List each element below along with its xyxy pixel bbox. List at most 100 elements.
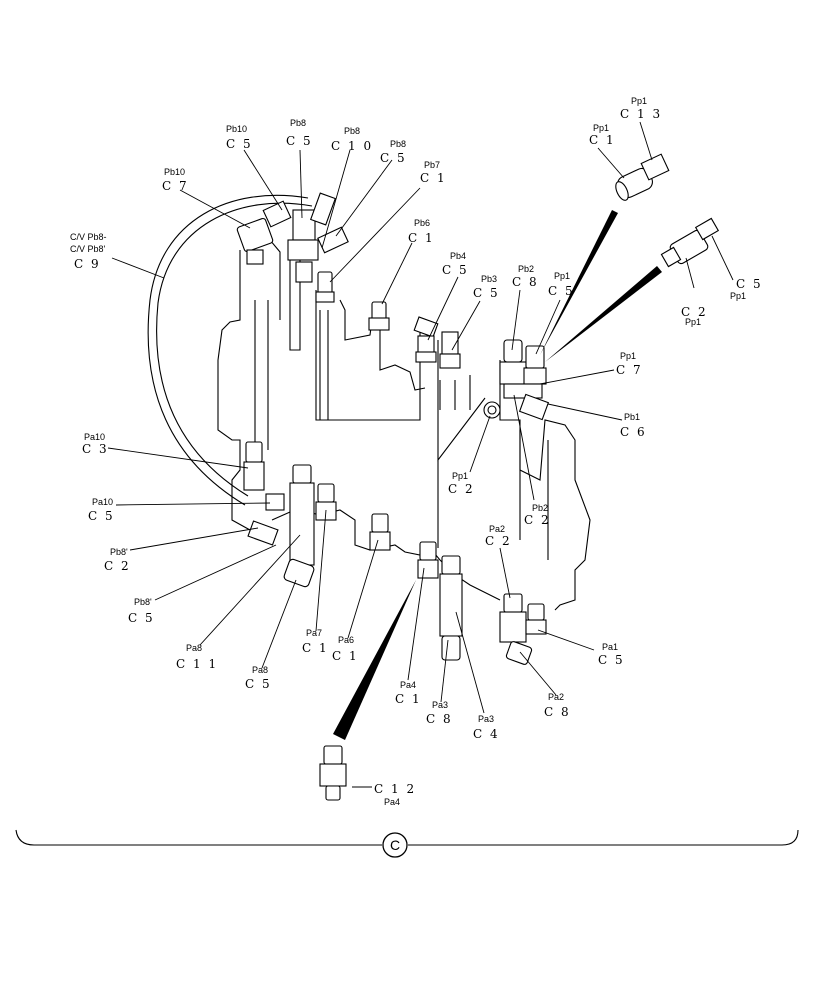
svg-text:Pp1: Pp1: [554, 271, 570, 281]
svg-text:C 1: C 1: [408, 231, 435, 245]
callout-pa1-c5: Pa1 C 5: [598, 642, 625, 667]
callout-pb2-c8: Pb2 C 8: [512, 264, 539, 289]
svg-text:Pb8: Pb8: [290, 118, 306, 128]
fitting-pb8-c5: [287, 209, 319, 283]
svg-text:Pa10: Pa10: [84, 432, 105, 442]
svg-text:Pb2: Pb2: [532, 503, 548, 513]
svg-text:Pb10: Pb10: [226, 124, 247, 134]
fitting-pb2-c8: [499, 339, 527, 385]
svg-text:Pb2: Pb2: [518, 264, 534, 274]
detail-wedges: [333, 210, 662, 740]
svg-text:C 7: C 7: [616, 363, 643, 377]
svg-text:C 2: C 2: [524, 513, 551, 527]
callout-pa10-c5: Pa10 C 5: [88, 497, 115, 523]
fitting-pa8-c5: [283, 558, 315, 588]
svg-text:C 9: C 9: [74, 257, 101, 271]
svg-text:C 5: C 5: [128, 611, 155, 625]
svg-text:C 8: C 8: [544, 705, 571, 719]
svg-text:C 1 3: C 1 3: [620, 107, 662, 121]
fitting-pb6-c1: [368, 301, 390, 331]
svg-text:C 8: C 8: [426, 712, 453, 726]
callout-pp1-c13: Pp1 C 1 3: [620, 96, 662, 121]
svg-text:C 1: C 1: [302, 641, 329, 655]
svg-text:Pa4: Pa4: [384, 797, 400, 807]
fitting-pb8-c5b: [317, 226, 349, 254]
svg-text:Pb6: Pb6: [414, 218, 430, 228]
callout-pa8-c11: Pa8 C 1 1: [176, 643, 218, 671]
svg-text:C 1 1: C 1 1: [176, 657, 218, 671]
callout-pa3-c8: Pa3 C 8: [426, 700, 453, 726]
callout-pb7-c1: Pb7 C 1: [420, 160, 445, 185]
svg-text:C 6: C 6: [620, 425, 647, 439]
svg-text:Pa4: Pa4: [400, 680, 416, 690]
callout-pa4-c1: Pa4 C 1: [395, 680, 422, 706]
svg-text:C 5: C 5: [473, 286, 500, 300]
svg-text:C 1 2: C 1 2: [374, 782, 416, 796]
svg-text:C 5: C 5: [286, 134, 313, 148]
svg-text:Pp1: Pp1: [730, 291, 746, 301]
callout-pb8-c5: Pb8 C 5: [286, 118, 313, 148]
svg-text:Pa7: Pa7: [306, 628, 322, 638]
callout-pb10-c7: Pb10 C 7: [162, 167, 189, 193]
svg-text:C/V Pb8': C/V Pb8': [70, 244, 106, 254]
svg-text:C 2: C 2: [681, 305, 708, 319]
svg-text:C 3: C 3: [82, 442, 109, 456]
detail-pa4-c12: [319, 745, 347, 801]
hose-c9: [147, 194, 313, 506]
fitting-pp1-c2: [483, 401, 501, 419]
svg-text:Pb8': Pb8': [134, 597, 152, 607]
fitting-pb7-c1: [315, 271, 335, 303]
leader-lines: [107, 121, 734, 788]
svg-text:Pb3: Pb3: [481, 274, 497, 284]
fitting-pb8-c10: [309, 192, 337, 226]
fitting-pa10-c5: [265, 493, 285, 511]
group-brace: C: [15, 829, 799, 858]
svg-text:C 2: C 2: [104, 559, 131, 573]
callout-cv-pb8-c9: C/V Pb8- C/V Pb8' C 9: [70, 232, 107, 271]
fitting-pa6-c1: [369, 513, 391, 551]
svg-text:C 1: C 1: [332, 649, 359, 663]
fitting-pa1-c5: [525, 603, 547, 635]
svg-text:C 5: C 5: [380, 151, 407, 165]
callout-pa7-c1: Pa7 C 1: [302, 628, 329, 655]
callout-labels: Pb10 C 5 Pb8 C 5 Pb8 C 1 0 Pb8 C 5 Pb10 …: [70, 96, 763, 807]
svg-text:Pa10: Pa10: [92, 497, 113, 507]
svg-text:C 2: C 2: [485, 534, 512, 548]
svg-text:C 7: C 7: [162, 179, 189, 193]
fitting-pb10-c7: [236, 217, 274, 265]
svg-text:C 2: C 2: [448, 482, 475, 496]
svg-text:Pp1: Pp1: [620, 351, 636, 361]
fitting-pa3-c8: [439, 555, 463, 661]
svg-text:Pa3: Pa3: [478, 714, 494, 724]
callout-pa2-c8: Pa2 C 8: [544, 692, 571, 719]
callout-pp1-c1: Pp1 C 1: [589, 123, 614, 147]
fitting-pa4-c1: [417, 541, 439, 579]
fitting-pb1-c6: [518, 393, 550, 421]
svg-text:C 5: C 5: [88, 509, 115, 523]
fitting-pb4-c5: [413, 316, 439, 363]
group-marker-circle: [382, 832, 408, 858]
svg-text:Pp1: Pp1: [593, 123, 609, 133]
svg-text:C 1: C 1: [395, 692, 422, 706]
svg-text:Pp1: Pp1: [452, 471, 468, 481]
callout-pa6-c1: Pa6 C 1: [332, 635, 359, 663]
group-marker-label: C: [390, 837, 400, 853]
svg-text:C 8: C 8: [512, 275, 539, 289]
svg-text:C 5: C 5: [226, 137, 253, 151]
svg-text:C 1 0: C 1 0: [331, 139, 373, 153]
callout-pa10-c3: Pa10 C 3: [82, 432, 109, 456]
svg-text:C 5: C 5: [736, 277, 763, 291]
detail-pp1-c2-c5: [660, 217, 720, 268]
svg-text:Pp1: Pp1: [685, 317, 701, 327]
svg-text:Pa6: Pa6: [338, 635, 354, 645]
callout-pb6-c1: Pb6 C 1: [408, 218, 435, 245]
callout-pb8-c5-2: Pb8 C 5: [380, 139, 407, 165]
callout-pa8-c5: Pa8 C 5: [245, 665, 270, 691]
fitting-pa8-c11: [289, 464, 315, 566]
callout-pb8-c10: Pb8 C 1 0: [331, 126, 373, 153]
svg-text:Pb8: Pb8: [344, 126, 360, 136]
fitting-pp1-c7: [503, 383, 543, 399]
svg-text:Pa8: Pa8: [252, 665, 268, 675]
callout-pb4-c5: Pb4 C 5: [442, 251, 467, 277]
svg-text:C 5: C 5: [598, 653, 625, 667]
